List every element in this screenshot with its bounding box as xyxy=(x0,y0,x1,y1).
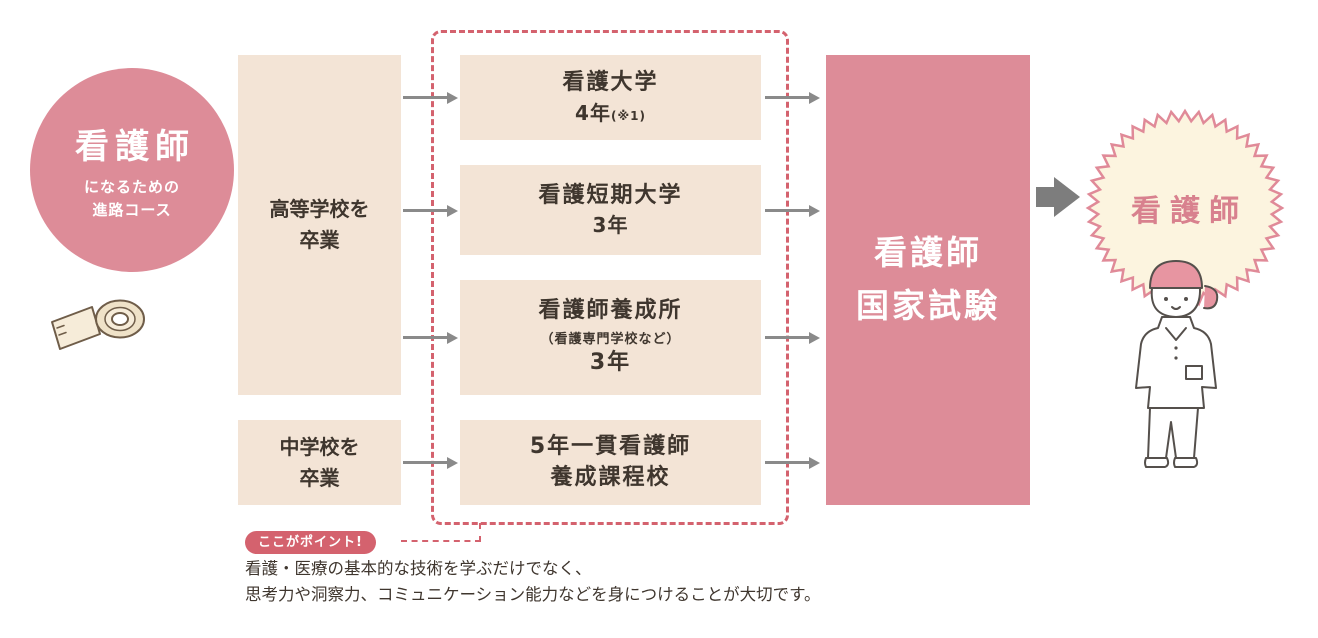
arrow-junior-college-to-exam xyxy=(765,204,820,217)
nursing-university-duration: 4年(※1) xyxy=(575,100,646,125)
goal-burst: 看護師 xyxy=(1085,108,1285,308)
nursing-university-box: 看護大学 4年(※1) xyxy=(460,55,761,140)
title-circle: 看護師 になるための 進路コース xyxy=(30,68,234,272)
title-sub-2: 進路コース xyxy=(92,200,172,219)
point-text-line1: 看護・医療の基本的な技術を学ぶだけでなく、 xyxy=(245,559,592,578)
five-year-program-box: 5年一貫看護師 養成課程校 xyxy=(460,420,761,505)
juniorhigh-graduate-box: 中学校を 卒業 xyxy=(238,420,401,505)
arrow-highschool-to-university xyxy=(403,91,458,104)
national-exam-line2: 国家試験 xyxy=(856,286,1000,325)
juniorhigh-graduate-line2: 卒業 xyxy=(299,465,340,490)
arrow-juniorhigh-to-five-year-program xyxy=(403,456,458,469)
school-options-dashed-frame xyxy=(431,30,789,525)
title-sub-1: になるための xyxy=(83,178,180,196)
nursing-junior-college-duration: 3年 xyxy=(592,213,629,238)
arrow-training-school-to-exam xyxy=(765,331,820,344)
point-badge: ここがポイント! xyxy=(245,531,376,554)
arrow-highschool-to-junior-college xyxy=(403,204,458,217)
nurse-training-school-box: 看護師養成所 （看護専門学校など） 3年 xyxy=(460,280,761,395)
sunburst-icon xyxy=(1085,108,1285,308)
goal-label: 看護師 xyxy=(1131,194,1248,229)
arrow-exam-to-goal xyxy=(1036,177,1080,217)
title-main: 看護師 xyxy=(75,127,195,167)
nurse-training-school-subname: （看護専門学校など） xyxy=(540,332,681,347)
point-text-line2: 思考力や洞察力、コミュニケーション能力などを身につけることが大切です。 xyxy=(245,585,821,604)
national-exam-line1: 看護師 xyxy=(874,233,982,273)
nursing-university-name: 看護大学 xyxy=(562,70,659,96)
five-year-program-name-1: 5年一貫看護師 xyxy=(529,433,692,459)
highschool-graduate-box: 高等学校を 卒業 xyxy=(238,55,401,395)
footnote-marker: (※1) xyxy=(610,108,646,123)
nursing-junior-college-box: 看護短期大学 3年 xyxy=(460,165,761,255)
five-year-program-name-2: 養成課程校 xyxy=(550,464,671,490)
national-exam-box: 看護師 国家試験 xyxy=(826,55,1030,505)
point-connector-line xyxy=(401,523,481,542)
arrow-university-to-exam xyxy=(765,91,820,104)
nurse-training-school-name: 看護師養成所 xyxy=(538,298,683,324)
juniorhigh-graduate-line1: 中学校を xyxy=(279,434,360,459)
highschool-graduate-line1: 高等学校を xyxy=(269,197,370,221)
nursing-junior-college-name: 看護短期大学 xyxy=(538,182,683,208)
nurse-illustration-icon xyxy=(1135,260,1219,468)
bandage-icon xyxy=(51,299,145,350)
highschool-graduate-line2: 卒業 xyxy=(299,228,340,252)
arrow-highschool-to-training-school xyxy=(403,331,458,344)
point-text: 看護・医療の基本的な技術を学ぶだけでなく、 思考力や洞察力、コミュニケーション能… xyxy=(245,556,821,608)
arrow-five-year-program-to-exam xyxy=(765,456,820,469)
nurse-training-school-duration: 3年 xyxy=(589,350,632,375)
